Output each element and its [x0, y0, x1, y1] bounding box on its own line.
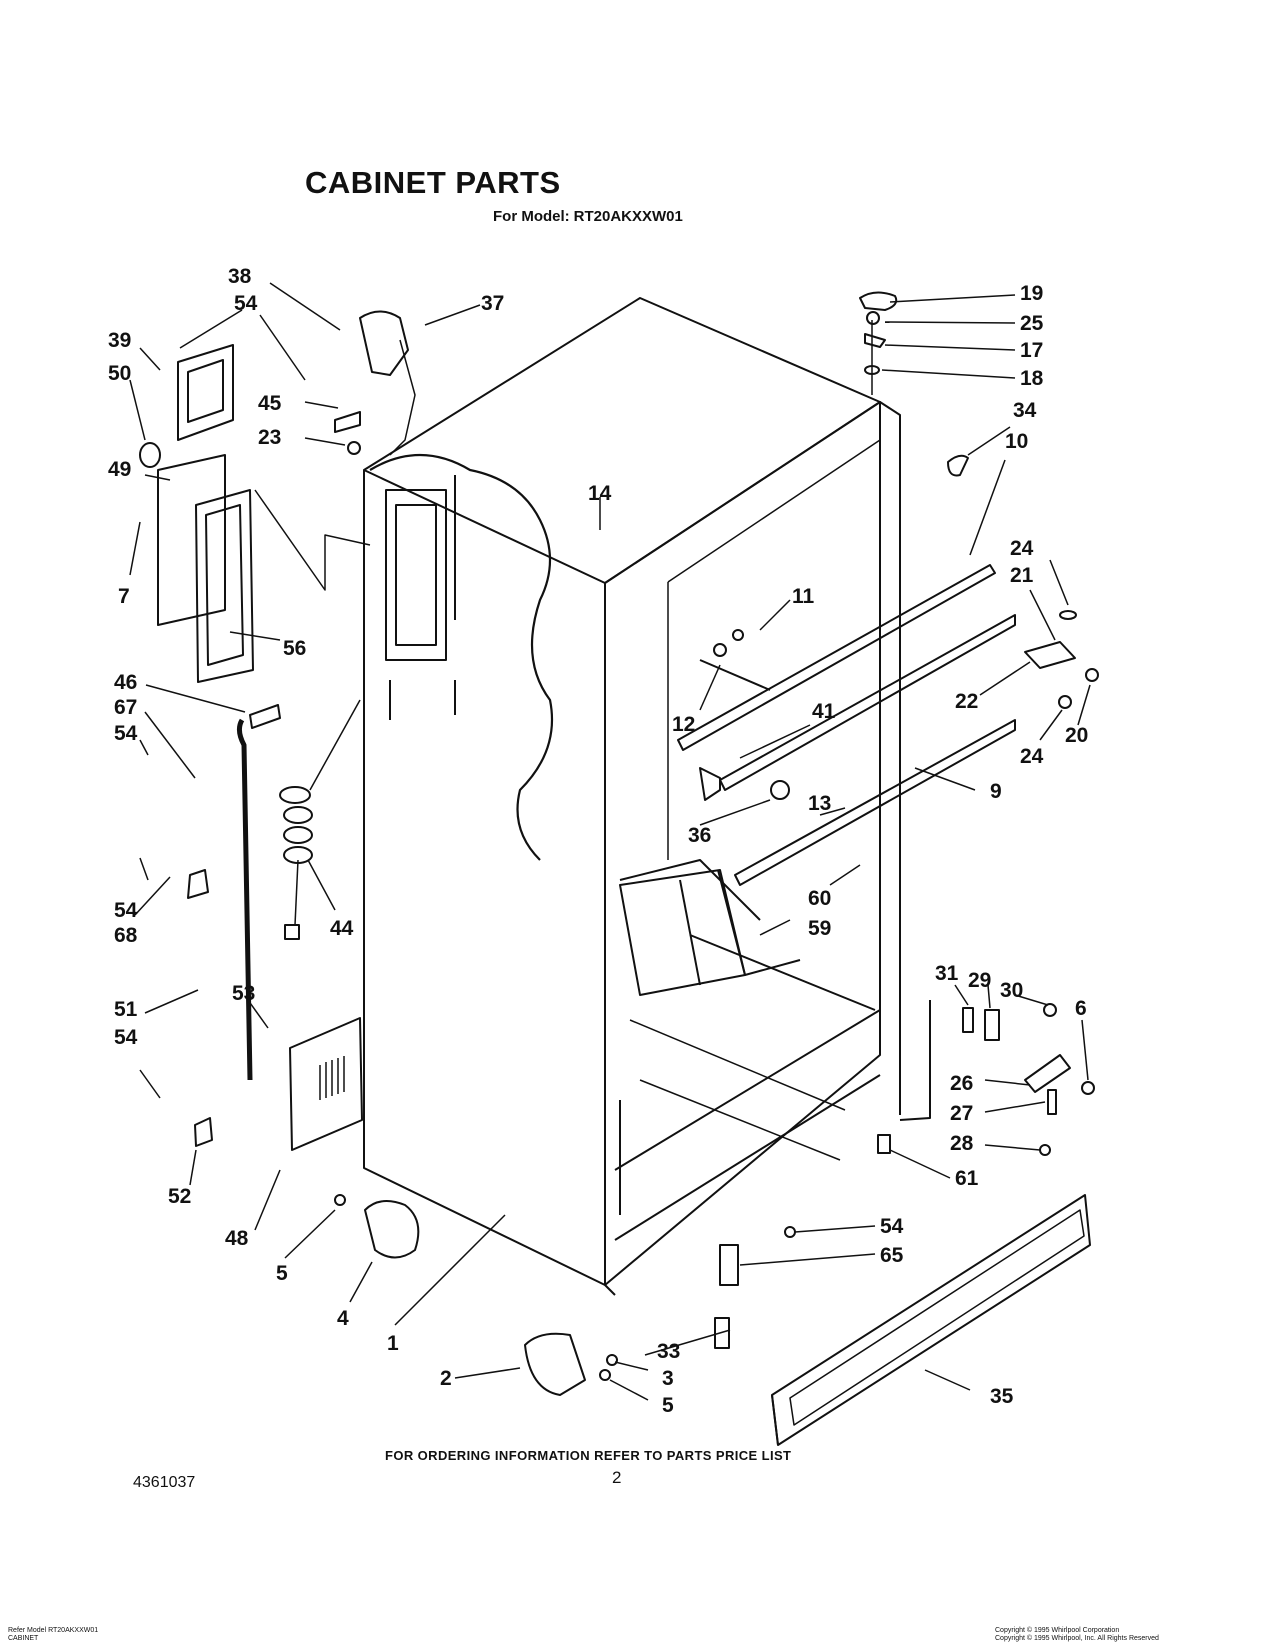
callout-13: 13 [808, 792, 831, 815]
callout-54: 54 [234, 292, 258, 315]
callout-10: 10 [1005, 430, 1028, 453]
callout-20: 20 [1065, 724, 1088, 747]
callout-12: 12 [672, 713, 695, 736]
model-footer-line-1: Refer Model RT20AKXXW01 [8, 1627, 99, 1634]
callout-25: 25 [1020, 312, 1044, 335]
callout-59: 59 [808, 917, 831, 940]
callout-5: 5 [276, 1262, 288, 1285]
callout-37: 37 [481, 292, 504, 315]
callout-24b: 24 [1020, 745, 1044, 768]
callout-5b: 5 [662, 1394, 674, 1417]
callout-27: 27 [950, 1102, 973, 1125]
callout-49: 49 [108, 458, 131, 481]
callout-56: 56 [283, 637, 306, 660]
callout-31: 31 [935, 962, 959, 985]
callout-labels: 38 37 54 39 50 45 23 49 7 56 46 67 54 54… [108, 265, 1088, 1417]
ordering-info-note: FOR ORDERING INFORMATION REFER TO PARTS … [385, 1448, 792, 1463]
callout-68: 68 [114, 924, 138, 947]
copyright-line-1: Copyright © 1995 Whirlpool Corporation [995, 1627, 1120, 1634]
callout-4: 4 [337, 1307, 349, 1330]
leader-lines [129, 282, 1091, 1401]
callout-54c: 54 [114, 899, 138, 922]
copyright-line-2: Copyright © 1995 Whirlpool, Inc. All Rig… [995, 1635, 1159, 1642]
callout-52: 52 [168, 1185, 191, 1208]
callout-21: 21 [1010, 564, 1034, 587]
callout-18: 18 [1020, 367, 1044, 390]
callout-23: 23 [258, 426, 281, 449]
callout-48: 48 [225, 1227, 249, 1250]
callout-7: 7 [118, 585, 130, 608]
callout-65: 65 [880, 1244, 904, 1267]
callout-22: 22 [955, 690, 978, 713]
callout-29: 29 [968, 969, 991, 992]
model-footer-line-2: CABINET [8, 1635, 39, 1642]
toe-grille [771, 1194, 1091, 1446]
callout-35: 35 [990, 1385, 1014, 1408]
callout-26: 26 [950, 1072, 973, 1095]
callout-19: 19 [1020, 282, 1043, 305]
callout-24: 24 [1010, 537, 1034, 560]
callout-50: 50 [108, 362, 131, 385]
callout-53: 53 [232, 982, 255, 1005]
callout-1: 1 [387, 1332, 399, 1355]
callout-39: 39 [108, 329, 131, 352]
callout-6: 6 [1075, 997, 1087, 1020]
callout-54b: 54 [114, 722, 138, 745]
callout-38: 38 [228, 265, 252, 288]
callout-51: 51 [114, 998, 138, 1021]
callout-30: 30 [1000, 979, 1023, 1002]
callout-44: 44 [330, 917, 354, 940]
callout-45: 45 [258, 392, 282, 415]
trim-strips [677, 564, 1016, 886]
callout-46: 46 [114, 671, 137, 694]
callout-67: 67 [114, 696, 137, 719]
callout-60: 60 [808, 887, 831, 910]
callout-34: 34 [1013, 399, 1037, 422]
page-title: CABINET PARTS [305, 165, 561, 200]
callout-2: 2 [440, 1367, 452, 1390]
control-housing-parts [139, 310, 796, 1396]
copyright-footer: Copyright © 1995 Whirlpool Corporation C… [995, 1627, 1159, 1643]
model-subtitle: For Model:RT20AKXXW01 [493, 208, 683, 225]
model-footer: Refer Model RT20AKXXW01 CABINET [8, 1627, 98, 1643]
callout-11: 11 [792, 585, 815, 608]
callout-33: 33 [657, 1340, 680, 1363]
callout-17: 17 [1020, 339, 1043, 362]
model-label: For Model: [493, 208, 570, 225]
callout-3: 3 [662, 1367, 674, 1390]
callout-54e: 54 [880, 1215, 904, 1238]
document-number: 4361037 [133, 1474, 196, 1491]
hinge-bottom-assembly [877, 1000, 1095, 1156]
callout-9: 9 [990, 780, 1002, 803]
callout-41: 41 [812, 700, 836, 723]
callout-61: 61 [955, 1167, 979, 1190]
model-number: RT20AKXXW01 [573, 208, 683, 225]
callout-36: 36 [688, 824, 711, 847]
hinge-right-assembly [1024, 610, 1099, 709]
callout-14: 14 [588, 482, 612, 505]
callout-54d: 54 [114, 1026, 138, 1049]
callout-28: 28 [950, 1132, 974, 1155]
hinge-top-assembly [859, 291, 969, 477]
page-number: 2 [612, 1468, 622, 1487]
cabinet-shell [363, 297, 901, 1296]
